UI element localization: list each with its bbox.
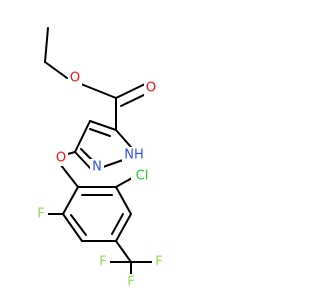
bond-ethyl-ch2-o — [44, 61, 68, 79]
atom-cf3-fluorine-left: F — [96, 254, 110, 270]
atom-cf3-fluorine-right: F — [152, 254, 166, 270]
bond-ar-c2-c3-inner — [70, 214, 87, 236]
atom-label: Cl — [136, 169, 149, 184]
atom-ring-fluorine: F — [34, 206, 48, 222]
atom-n: N — [90, 159, 104, 175]
bond-c4-c5 — [74, 120, 91, 153]
bond-nh-n — [102, 159, 124, 168]
atom-chlorine: Cl — [131, 168, 153, 184]
atom-label: O — [70, 71, 80, 86]
bond-ar-c2-c3 — [62, 213, 83, 242]
bond-c3-c4-double-a — [89, 120, 117, 131]
bond-ethyl-ch3-ch2 — [44, 27, 49, 63]
atom-cf3-fluorine-bottom: F — [124, 274, 138, 290]
atom-labels: O O NH N O Cl F F — [34, 70, 166, 290]
bond-carbonyl-c-o-double-a — [115, 83, 146, 99]
bond-ar-cf3-carbon — [115, 240, 132, 263]
atom-carbonyl-oxygen: O — [144, 80, 158, 96]
atom-nh: NH — [122, 147, 146, 163]
bond-ar-c4-c5 — [115, 213, 132, 242]
bond-ar-c5-c6 — [115, 186, 132, 215]
bond-o-carbonyl-c — [80, 83, 117, 99]
atom-ester-oxygen: O — [68, 70, 82, 86]
atom-ether-oxygen: O — [54, 150, 68, 166]
atom-label: O — [146, 81, 156, 96]
bond-ar-c4-c5-inner — [111, 213, 124, 235]
bond-ar-c1-c2 — [62, 186, 79, 215]
atom-label: F — [127, 275, 134, 290]
atom-label: O — [56, 151, 66, 166]
atom-label: F — [155, 255, 162, 270]
atom-label: N — [92, 160, 102, 175]
chemical-structure-drawing: O O NH N O Cl F F — [34, 27, 166, 290]
bond-c3-nh — [115, 129, 132, 148]
atom-label: F — [37, 207, 44, 222]
bond-carbonyl-c-o-double-b — [120, 92, 149, 107]
bond-c3-c4-double-b — [89, 128, 111, 137]
atom-label: NH — [124, 148, 144, 163]
bond-n-c5-a — [74, 151, 91, 169]
bond-ar-cl — [115, 177, 133, 188]
atom-label: F — [99, 255, 106, 270]
bond-ether-o-aryl — [59, 163, 79, 188]
